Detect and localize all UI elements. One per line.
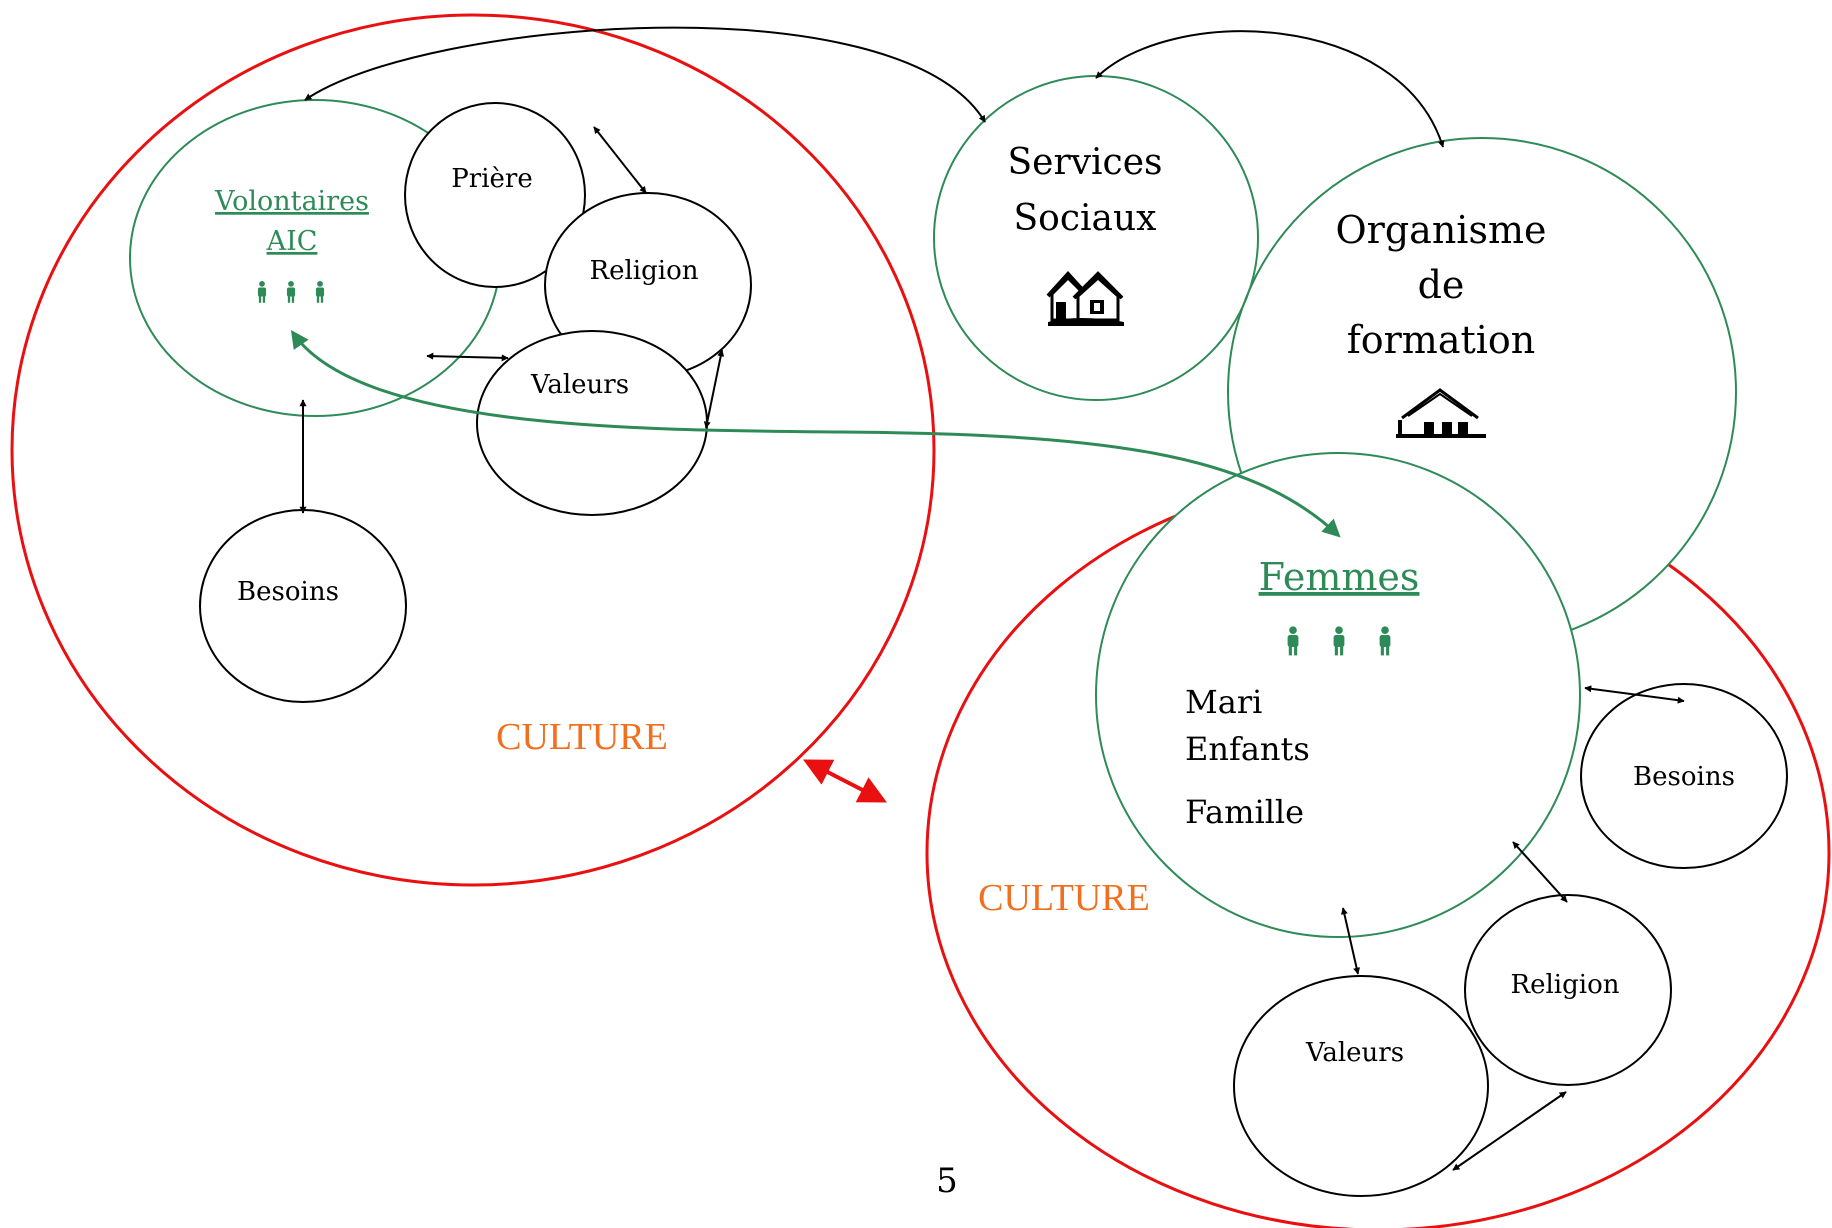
famille-label: Famille — [1185, 793, 1304, 831]
arrow-femmes-religion — [1512, 841, 1568, 903]
houses-icon — [1046, 271, 1124, 326]
services-label-line1: Services — [1008, 142, 1163, 183]
arrow-volunteers-valeurs — [426, 352, 509, 362]
culture-label-right: CULTURE — [978, 877, 1150, 919]
besoins-label-left: Besoins — [237, 577, 339, 607]
arrow-priere-religion — [593, 126, 647, 194]
valeurs-label-right: Valeurs — [1305, 1038, 1404, 1068]
volunteers-label-line2: AIC — [266, 226, 318, 257]
religion-circle-right — [1464, 894, 1672, 1086]
arrow-volunteers-services — [304, 26, 986, 123]
enfants-label: Enfants — [1185, 730, 1310, 768]
mari-label: Mari — [1185, 683, 1262, 721]
besoins-label-right: Besoins — [1633, 762, 1735, 792]
volunteers-label-line1: Volontaires — [214, 186, 369, 217]
arrow-volunteers-femmes — [290, 330, 1341, 538]
religion-label-right: Religion — [1511, 970, 1620, 1000]
page-number: 5 — [936, 1161, 958, 1201]
religion-label-left: Religion — [590, 256, 699, 286]
priere-label: Prière — [451, 164, 532, 194]
school-icon — [1396, 388, 1486, 438]
femmes-circle — [1095, 452, 1581, 938]
culture-label-left: CULTURE — [496, 716, 668, 758]
arrow-femmes-besoins — [1584, 685, 1685, 704]
besoins-circle-right — [1580, 683, 1788, 869]
volunteers-people-icon — [257, 281, 325, 303]
femmes-label: Femmes — [1259, 555, 1420, 599]
organisme-label-line3: formation — [1347, 318, 1536, 362]
services-label-line2: Sociaux — [1014, 198, 1157, 239]
arrow-services-organisme — [1095, 30, 1445, 148]
valeurs-circle-left — [476, 330, 708, 516]
arrow-religion-valeurs-right — [1452, 1091, 1567, 1171]
arrow-religion-valeurs-left — [703, 349, 725, 429]
valeurs-circle-right — [1233, 975, 1489, 1197]
organisme-label-line1: Organisme — [1336, 208, 1547, 252]
arrow-culture-culture — [803, 759, 887, 803]
arrow-femmes-valeurs — [1340, 907, 1361, 975]
valeurs-label-left: Valeurs — [530, 370, 629, 400]
organisme-label-line2: de — [1418, 263, 1465, 307]
